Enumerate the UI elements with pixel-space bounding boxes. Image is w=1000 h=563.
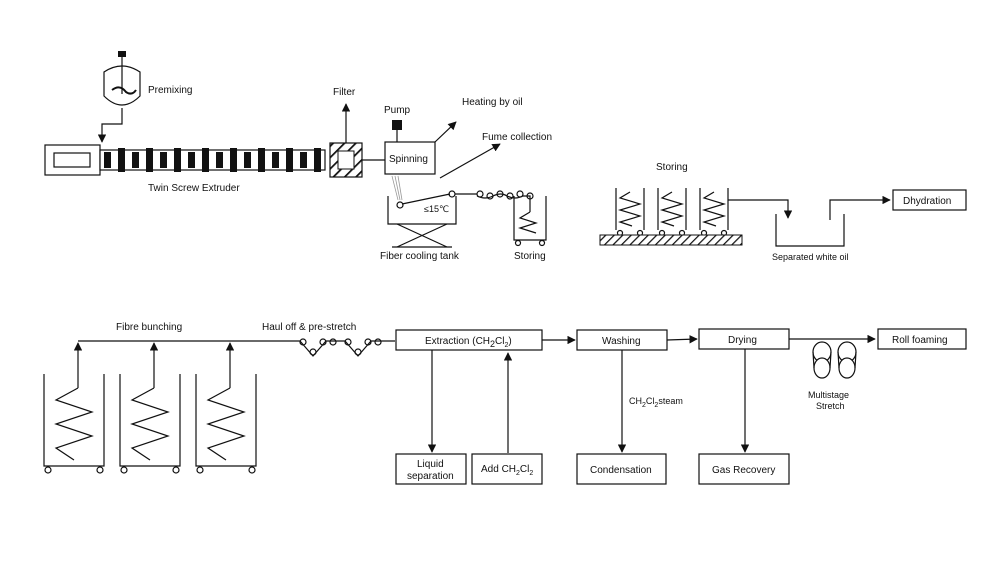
roller-set-icon [476,190,534,212]
screw-segment [118,148,125,172]
fibre-bunching-label: Fibre bunching [116,322,182,333]
storing-label-small: Storing [514,251,546,262]
screw-segment [244,152,251,168]
pump-label: Pump [384,105,411,116]
storing-cans-icon [599,188,793,246]
washing-label: Washing [602,336,641,347]
screw-segment [230,148,237,172]
dhydration-label: Dhydration [903,196,951,207]
pump-icon [392,120,402,130]
haul-off-label: Haul off & pre-stretch [262,322,356,333]
twin-screw-extruder-label: Twin Screw Extruder [148,183,240,194]
roll-foaming-box [877,328,967,350]
filter-label: Filter [333,87,356,98]
bunching-cans-icon [43,340,300,474]
twin-screw-extruder-icon [44,144,326,176]
condensation-box [576,453,667,485]
spinning-box [384,141,436,175]
multistage-label: Multistage [808,390,849,400]
screw-segment [160,152,167,168]
premixing-label: Premixing [148,85,192,96]
fiber-cooling-tank-icon [387,190,478,248]
screw-segment [272,152,279,168]
screw-segment [202,148,209,172]
screw-segment [174,148,181,172]
add-solvent-box [471,453,543,485]
gas-recovery-box [698,453,790,485]
filter-icon [329,103,385,178]
gas-recovery-label: Gas Recovery [712,465,775,476]
screw-segment [132,152,139,168]
liquid-label: Liquid [417,459,444,470]
fume-collection-label: Fume collection [482,132,552,143]
add-solvent-label: Add CH2Cl2 [481,464,533,477]
premixing-tank-icon [97,51,141,143]
screw-segment [258,148,265,172]
screw-segment [314,148,321,172]
screw-segment [104,152,111,168]
drying-label: Drying [728,335,757,346]
storing-title-label: Storing [656,162,688,173]
fiber-filaments [391,175,403,201]
steam-label: CH2Cl2steam [629,396,683,409]
screw-segment [286,148,293,172]
fiber-cooling-tank-label: Fiber cooling tank [380,251,460,262]
screw-segment [188,152,195,168]
heating-by-oil-label: Heating by oil [462,97,523,108]
haul-off-rollers-icon [299,338,395,357]
extraction-label: Extraction (CH2Cl2) [425,336,512,349]
dhydration-box [892,189,967,211]
storing-can-icon [513,196,547,247]
screw-segment [300,152,307,168]
multistage-stretch-icon [812,341,857,379]
roll-foaming-label: Roll foaming [892,335,948,346]
separated-white-oil-label: Separated white oil [772,252,849,262]
separation-label: separation [407,471,454,482]
screw-segment [216,152,223,168]
stretch-label: Stretch [816,401,845,411]
white-oil-basin-icon [775,195,891,247]
temperature-label: ≤15℃ [424,204,449,214]
liquid-separation-box [395,453,467,485]
condensation-label: Condensation [590,465,652,476]
spinning-label: Spinning [389,154,428,165]
screw-segment [146,148,153,172]
